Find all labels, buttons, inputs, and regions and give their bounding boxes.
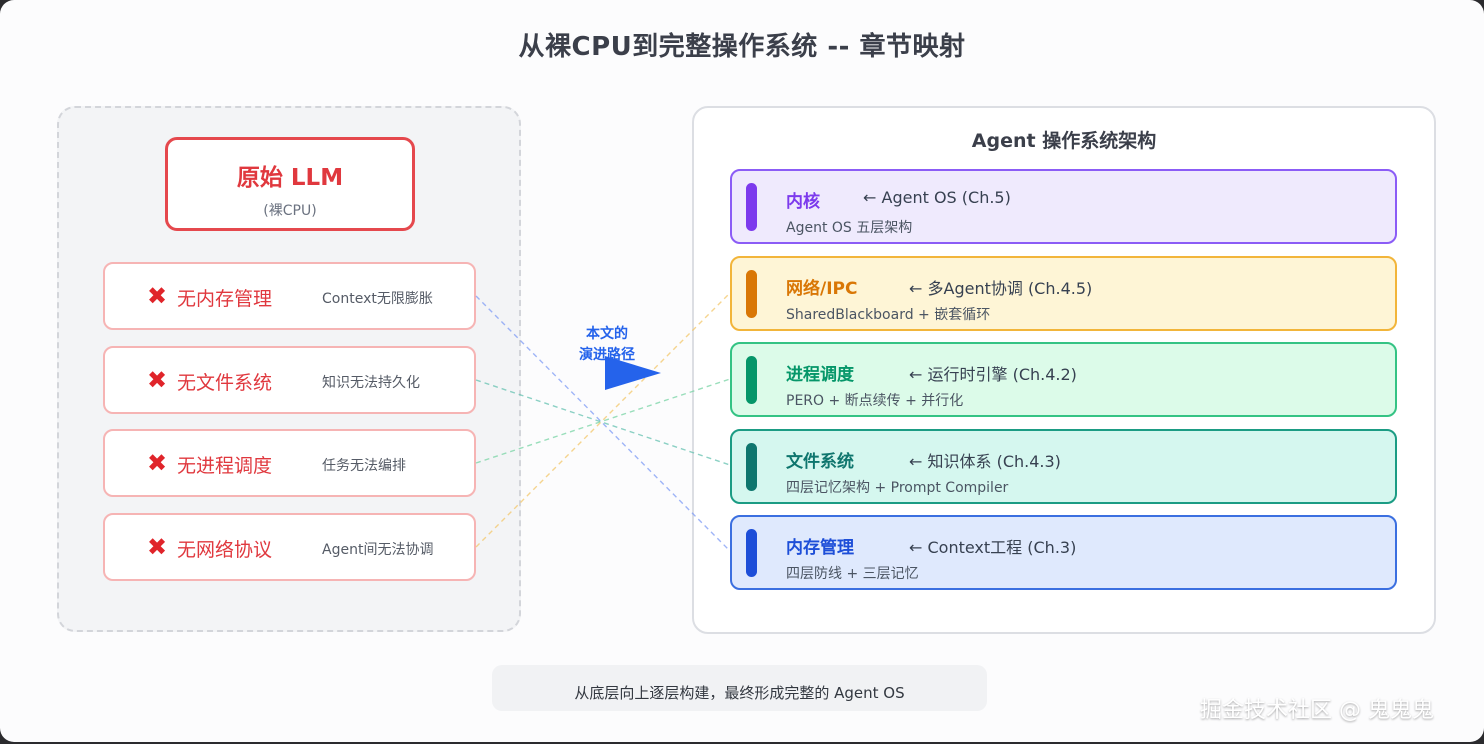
layer-name: 进程调度 xyxy=(786,365,854,385)
layer-color-bar xyxy=(746,270,757,318)
footer-note: 从底层向上逐层构建，最终形成完整的 Agent OS xyxy=(492,665,987,711)
missing-label: 无内存管理 xyxy=(177,288,273,310)
missing-memory-management: ✖ 无内存管理 Context无限膨胀 xyxy=(103,262,476,330)
raw-llm-title: 原始 LLM xyxy=(236,165,344,191)
diagram-title: 从裸CPU到完整操作系统 -- 章节映射 xyxy=(518,32,966,62)
raw-llm-box: 原始 LLM (裸CPU) xyxy=(165,137,415,231)
missing-desc: Agent间无法协调 xyxy=(322,542,434,558)
layer-memory-management: 内存管理 ← Context工程 (Ch.3) 四层防线 + 三层记忆 xyxy=(730,515,1397,590)
missing-network-protocol: ✖ 无网络协议 Agent间无法协调 xyxy=(103,513,476,581)
evolution-caption-line2: 演进路径 xyxy=(579,347,635,363)
layer-desc: SharedBlackboard + 嵌套循环 xyxy=(786,307,991,323)
layer-name: 内存管理 xyxy=(786,538,854,558)
layer-chapter-ref: ← Context工程 (Ch.3) xyxy=(909,538,1077,557)
missing-label: 无进程调度 xyxy=(177,455,273,477)
layer-desc: 四层防线 + 三层记忆 xyxy=(786,566,919,582)
layer-kernel: 内核 ← Agent OS (Ch.5) Agent OS 五层架构 xyxy=(730,169,1397,244)
missing-process-scheduling: ✖ 无进程调度 任务无法编排 xyxy=(103,429,476,497)
layer-chapter-ref: ← 运行时引擎 (Ch.4.2) xyxy=(909,365,1077,384)
evolution-caption-line1: 本文的 xyxy=(586,326,628,342)
missing-file-system: ✖ 无文件系统 知识无法持久化 xyxy=(103,346,476,414)
missing-label: 无网络协议 xyxy=(177,539,273,561)
agent-os-title: Agent 操作系统架构 xyxy=(971,130,1157,152)
layer-name: 内核 xyxy=(786,192,820,212)
layer-name: 网络/IPC xyxy=(786,279,858,299)
layer-chapter-ref: ← Agent OS (Ch.5) xyxy=(863,188,1011,207)
layer-chapter-ref: ← 知识体系 (Ch.4.3) xyxy=(909,452,1061,471)
layer-network-ipc: 网络/IPC ← 多Agent协调 (Ch.4.5) SharedBlackbo… xyxy=(730,256,1397,331)
layer-process-scheduling: 进程调度 ← 运行时引擎 (Ch.4.2) PERO + 断点续传 + 并行化 xyxy=(730,342,1397,417)
cross-icon: ✖ xyxy=(147,533,168,561)
layer-color-bar xyxy=(746,529,757,577)
layer-desc: 四层记忆架构 + Prompt Compiler xyxy=(786,480,1009,496)
missing-desc: 任务无法编排 xyxy=(322,458,406,474)
cross-icon: ✖ xyxy=(147,366,168,394)
missing-desc: Context无限膨胀 xyxy=(322,291,433,307)
layer-chapter-ref: ← 多Agent协调 (Ch.4.5) xyxy=(909,279,1093,298)
raw-llm-subtitle: (裸CPU) xyxy=(263,203,317,219)
missing-desc: 知识无法持久化 xyxy=(322,375,420,391)
layer-file-system: 文件系统 ← 知识体系 (Ch.4.3) 四层记忆架构 + Prompt Com… xyxy=(730,429,1397,504)
watermark: 掘金技术社区 @ 鬼鬼鬼 xyxy=(1200,698,1434,723)
cross-icon: ✖ xyxy=(147,282,168,310)
layer-color-bar xyxy=(746,443,757,491)
layer-desc: PERO + 断点续传 + 并行化 xyxy=(786,393,964,409)
layer-desc: Agent OS 五层架构 xyxy=(786,220,913,236)
layer-color-bar xyxy=(746,356,757,404)
missing-label: 无文件系统 xyxy=(177,372,273,394)
cross-icon: ✖ xyxy=(147,449,168,477)
layer-color-bar xyxy=(746,183,757,231)
evolution-caption: 本文的 演进路径 xyxy=(562,324,652,366)
layer-name: 文件系统 xyxy=(786,452,854,472)
